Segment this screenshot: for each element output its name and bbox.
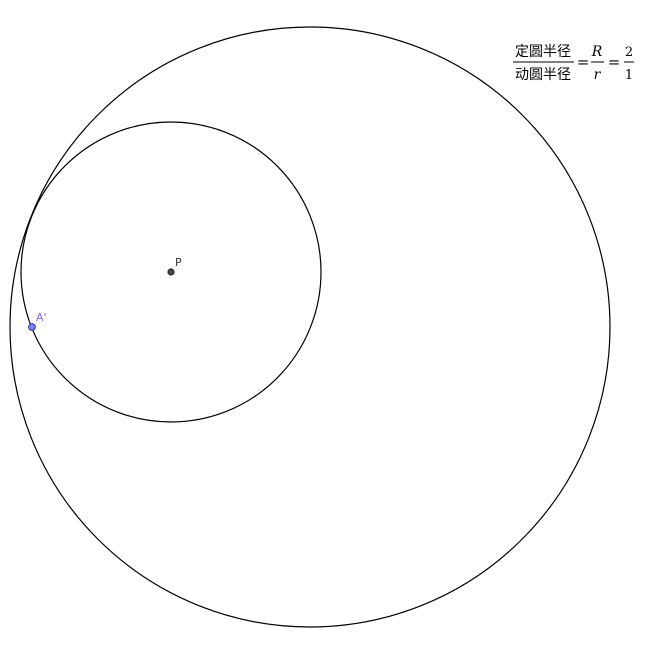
formula-denominator-text: 动圆半径 [515,67,571,83]
formula-equals-1: = [577,53,590,71]
point-p-marker[interactable] [167,268,175,276]
formula-equals-2: = [608,53,621,71]
ratio-formula: 定圆半径 动圆半径 = R r = 2 1 [513,44,634,83]
point-a-marker[interactable] [28,323,36,331]
formula-var-denominator: r [594,67,602,83]
point-a-label: A' [36,311,47,324]
moving-circle [20,121,322,423]
formula-ratio-denominator: 1 [625,68,633,83]
fixed-circle [9,26,611,628]
point-p-label: P [175,256,182,269]
formula-numerator-text: 定圆半径 [515,44,571,60]
formula-ratio-numerator: 2 [625,45,633,60]
formula-var-numerator: R [591,44,603,60]
